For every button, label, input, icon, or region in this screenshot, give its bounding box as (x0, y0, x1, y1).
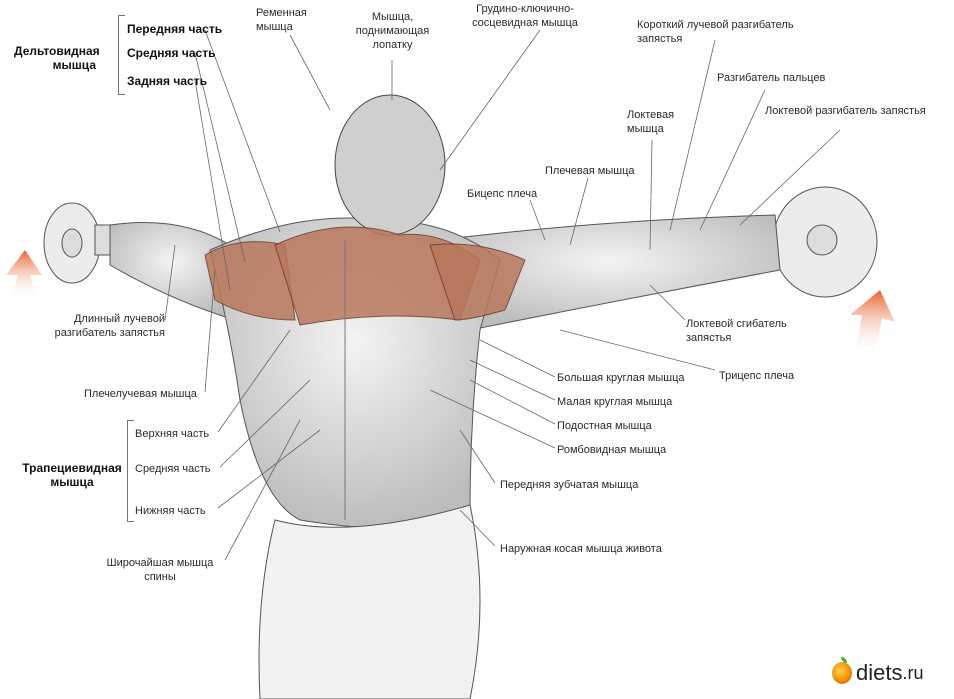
brachioradialis-label: Плечелучевая мышца (84, 388, 197, 400)
right-deltoid (429, 243, 526, 321)
levator-label: Мышца, поднимающая лопатку (355, 11, 430, 51)
fcu-label: Локтевой сгибатель запястья (686, 318, 787, 344)
serratus-label: Передняя зубчатая мышца (500, 479, 639, 491)
ecrb-label: Короткий лучевой разгибатель запястья (637, 19, 794, 45)
up-arrow-left (6, 250, 42, 300)
brachialis-label: Плечевая мышца (545, 165, 635, 177)
trapezius-middle-label: Средняя часть (135, 463, 211, 475)
trapezius-upper-label: Верхняя часть (135, 428, 210, 440)
upper-trapezius (274, 226, 481, 326)
deltoid-bracket (118, 15, 125, 95)
oblique-label: Наружная косая мышца живота (500, 543, 662, 555)
trapezius-bracket (127, 420, 134, 522)
right-arm (439, 214, 781, 331)
extensor-digitorum-label: Разгибатель пальцев (717, 72, 826, 84)
teres-major-label: Большая круглая мышца (557, 372, 685, 384)
trapezius-lower-label: Нижняя часть (135, 505, 206, 517)
anconeus-label: Локтевая мышца (627, 109, 675, 135)
deltoid-title: Дельтовидная мышца (14, 44, 100, 72)
dumbbell-right (772, 186, 878, 298)
logo-suffix: .ru (902, 662, 924, 683)
ecu-label: Локтевой разгибатель запястья (765, 105, 926, 117)
logo-name: diets (856, 660, 903, 685)
infraspinatus-label: Подостная мышца (557, 420, 652, 432)
splenius-label: Ременная мышца (256, 7, 307, 33)
deltoid-front-label: Передняя часть (127, 22, 223, 36)
biceps-label: Бицепс плеча (467, 188, 538, 200)
ecrl-label: Длинный лучевой разгибатель запястья (54, 313, 165, 339)
left-deltoid (204, 241, 296, 321)
sternocleido-label: Грудино-ключично-сосцевидная мышца (472, 3, 578, 29)
diets-logo[interactable]: diets.ru (832, 657, 924, 686)
rhomboid-label: Ромбовидная мышца (557, 444, 667, 456)
deltoid-middle-label: Средняя часть (127, 46, 216, 60)
leader-lines (164, 29, 841, 561)
apple-icon (832, 657, 852, 684)
latissimus-label: Широчайшая мышца спины (106, 557, 214, 583)
triceps-label: Трицепс плеча (719, 370, 795, 382)
up-arrow-right (850, 290, 895, 355)
deltoid-rear-label: Задняя часть (127, 74, 207, 88)
head (334, 94, 446, 236)
teres-minor-label: Малая круглая мышца (557, 396, 673, 408)
shorts (258, 504, 481, 699)
trapezius-title: Трапециевидная мышца (22, 461, 122, 489)
